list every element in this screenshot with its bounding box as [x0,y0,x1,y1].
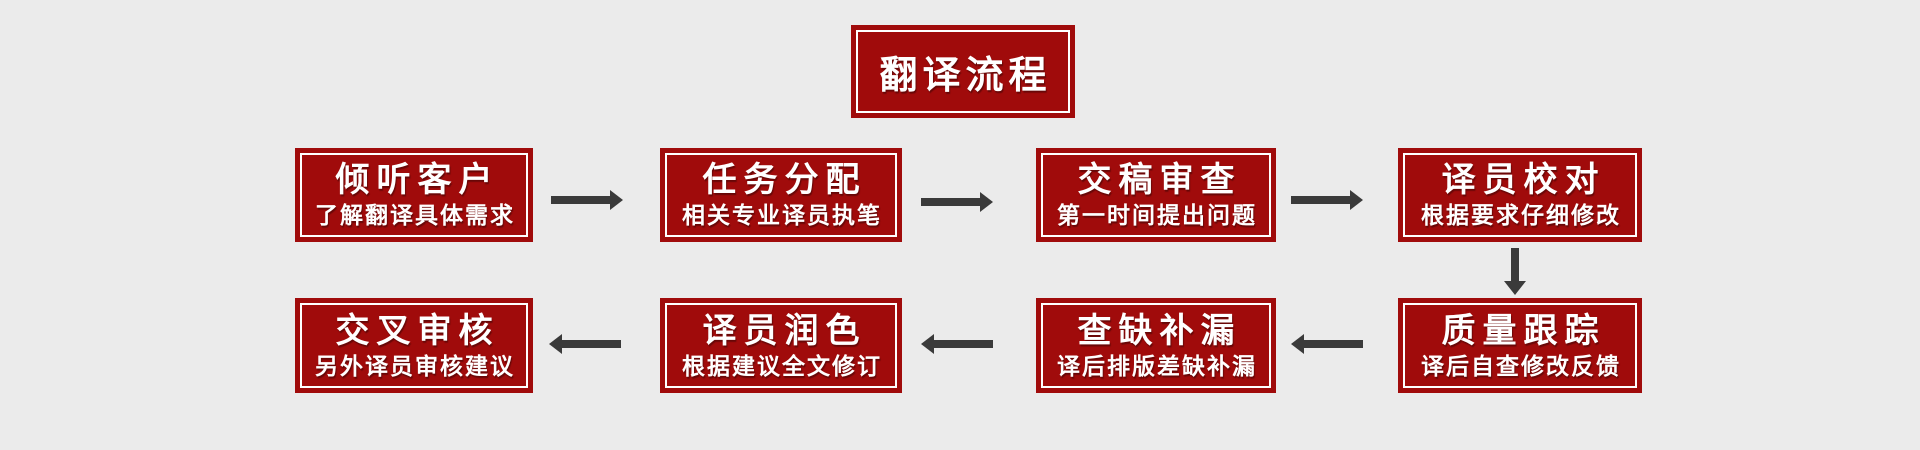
step-title: 译员润色 [702,311,867,350]
step-subtitle: 根据要求仔细修改 [1421,202,1621,229]
step-translator-proofreading: 译员校对 根据要求仔细修改 [1398,148,1642,242]
step-subtitle: 译后排版差缺补漏 [1057,352,1257,379]
step-subtitle: 相关专业译员执笔 [682,202,882,229]
step-subtitle: 另外译员审核建议 [315,352,515,379]
step-listen-customer: 倾听客户 了解翻译具体需求 [295,148,533,242]
step-subtitle: 译后自查修改反馈 [1421,352,1621,379]
step-subtitle: 了解翻译具体需求 [315,202,515,229]
arrow-down-icon [1504,248,1526,295]
arrow-left-icon [921,334,993,354]
step-title: 交稿审查 [1077,161,1242,200]
step-subtitle: 第一时间提出问题 [1057,202,1257,229]
step-title: 倾听客户 [335,161,500,200]
arrow-left-icon [549,334,621,354]
step-title: 质量跟踪 [1441,311,1606,350]
step-title: 查缺补漏 [1077,311,1242,350]
diagram-title-box-inner: 翻译流程 [856,30,1070,113]
arrow-left-icon [1291,334,1363,354]
step-subtitle: 根据建议全文修订 [682,352,882,379]
step-title: 任务分配 [702,161,867,200]
step-quality-tracking: 质量跟踪 译后自查修改反馈 [1398,298,1642,393]
step-draft-review: 交稿审查 第一时间提出问题 [1036,148,1276,242]
step-title: 译员校对 [1441,161,1606,200]
step-gap-check: 查缺补漏 译后排版差缺补漏 [1036,298,1276,393]
step-translator-polishing: 译员润色 根据建议全文修订 [660,298,902,393]
step-task-assignment: 任务分配 相关专业译员执笔 [660,148,902,242]
arrow-right-icon [551,190,623,210]
diagram-title: 翻译流程 [879,55,1052,97]
diagram-title-box: 翻译流程 [851,25,1075,118]
step-title: 交叉审核 [335,311,500,350]
step-cross-review: 交叉审核 另外译员审核建议 [295,298,533,393]
arrow-right-icon [1291,190,1363,210]
arrow-right-icon [921,192,993,212]
